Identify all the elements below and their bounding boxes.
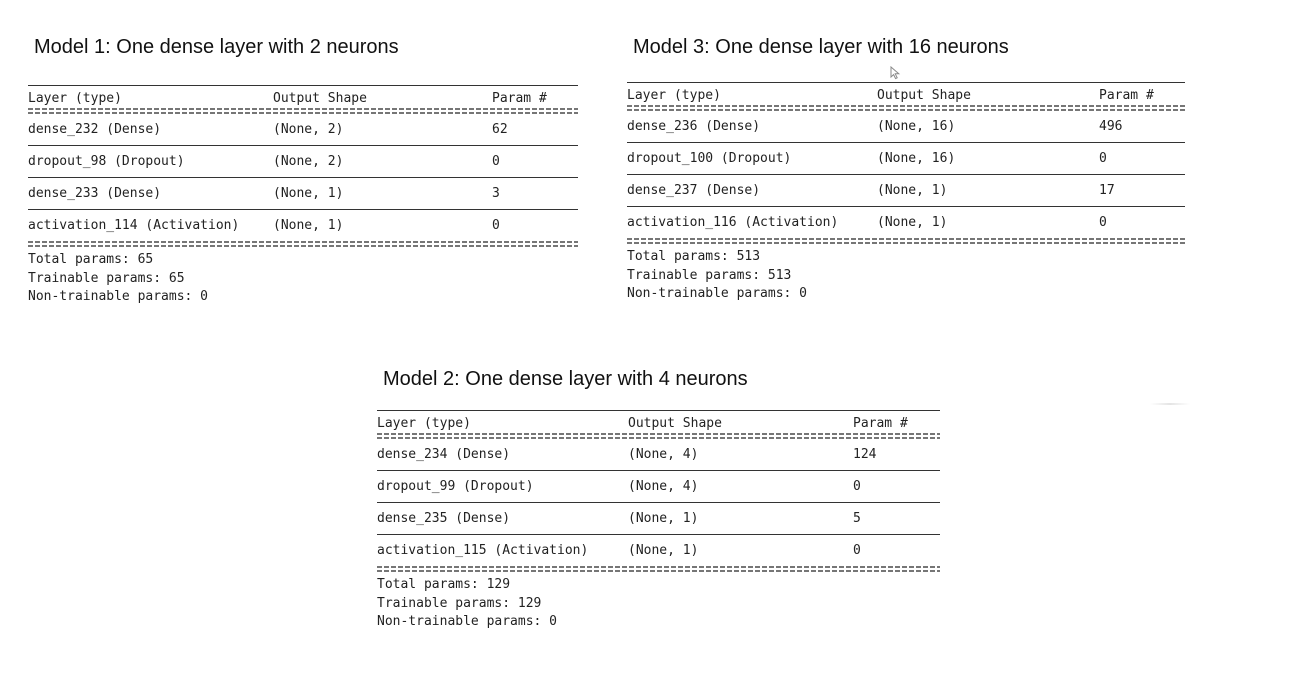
param-count: 496: [1099, 119, 1123, 134]
layer-name: dropout_100 (Dropout): [627, 151, 792, 166]
non-trainable-params: Non-trainable params: 0: [28, 289, 209, 304]
layer-name: dense_237 (Dense): [627, 183, 761, 198]
output-shape: (None, 16): [877, 119, 956, 134]
param-count: 5: [853, 511, 861, 526]
param-count: 0: [853, 543, 861, 558]
footer-separator: [377, 566, 940, 572]
param-count: 124: [853, 447, 877, 462]
output-shape: (None, 2): [273, 122, 344, 137]
header-output-shape: Output Shape: [273, 91, 367, 106]
top-rule: [627, 82, 1185, 83]
row-separator: [377, 470, 940, 471]
header-output-shape: Output Shape: [877, 88, 971, 103]
output-shape: (None, 1): [273, 186, 344, 201]
header-param: Param #: [1099, 88, 1154, 103]
param-count: 17: [1099, 183, 1115, 198]
output-shape: (None, 16): [877, 151, 956, 166]
row-separator: [377, 534, 940, 535]
output-shape: (None, 1): [273, 218, 344, 233]
header-row: Layer (type) Output Shape Param #: [377, 414, 940, 433]
table-row: dense_232 (Dense) (None, 2) 62: [28, 120, 578, 139]
non-trainable-params: Non-trainable params: 0: [627, 286, 808, 301]
row-separator: [627, 174, 1185, 175]
output-shape: (None, 1): [628, 543, 699, 558]
table-row: dropout_98 (Dropout) (None, 2) 0: [28, 152, 578, 171]
header-layer: Layer (type): [627, 88, 721, 103]
param-count: 0: [492, 218, 500, 233]
param-totals: Total params: 65 Trainable params: 65 No…: [28, 251, 578, 307]
mouse-pointer-icon: [890, 66, 901, 80]
param-count: 0: [492, 154, 500, 169]
table-row: activation_116 (Activation) (None, 1) 0: [627, 213, 1185, 232]
row-separator: [627, 142, 1185, 143]
table-row: dense_233 (Dense) (None, 1) 3: [28, 184, 578, 203]
output-shape: (None, 4): [628, 447, 699, 462]
top-rule: [28, 85, 578, 86]
layer-name: activation_115 (Activation): [377, 543, 589, 558]
layer-name: dense_233 (Dense): [28, 186, 162, 201]
param-totals: Total params: 513 Trainable params: 513 …: [627, 248, 1185, 304]
param-count: 3: [492, 186, 500, 201]
model-title: Model 1: One dense layer with 2 neurons: [34, 36, 399, 58]
output-shape: (None, 1): [877, 215, 948, 230]
layer-name: dense_232 (Dense): [28, 122, 162, 137]
param-count: 62: [492, 122, 508, 137]
footer-separator: [28, 241, 578, 247]
table-row: dropout_99 (Dropout) (None, 4) 0: [377, 477, 940, 496]
footer-separator: [627, 238, 1185, 244]
model-title: Model 3: One dense layer with 16 neurons: [633, 36, 1009, 58]
header-output-shape: Output Shape: [628, 416, 722, 431]
table-row: dropout_100 (Dropout) (None, 16) 0: [627, 149, 1185, 168]
param-count: 0: [853, 479, 861, 494]
layer-name: activation_114 (Activation): [28, 218, 240, 233]
model-title: Model 2: One dense layer with 4 neurons: [383, 368, 748, 390]
header-separator: [28, 108, 578, 114]
total-params: Total params: 129: [377, 577, 511, 592]
layer-name: dense_234 (Dense): [377, 447, 511, 462]
table-row: activation_115 (Activation) (None, 1) 0: [377, 541, 940, 560]
header-layer: Layer (type): [377, 416, 471, 431]
param-count: 0: [1099, 215, 1107, 230]
layer-name: activation_116 (Activation): [627, 215, 839, 230]
trainable-params: Trainable params: 513: [627, 267, 792, 283]
table-row: activation_114 (Activation) (None, 1) 0: [28, 216, 578, 235]
row-separator: [28, 145, 578, 146]
layer-name: dropout_98 (Dropout): [28, 154, 185, 169]
summary-table: Layer (type) Output Shape Param # dense_…: [377, 410, 940, 632]
total-params: Total params: 513: [627, 249, 761, 264]
param-count: 0: [1099, 151, 1107, 166]
table-row: dense_237 (Dense) (None, 1) 17: [627, 181, 1185, 200]
row-separator: [627, 206, 1185, 207]
output-shape: (None, 1): [877, 183, 948, 198]
row-separator: [377, 502, 940, 503]
table-row: dense_235 (Dense) (None, 1) 5: [377, 509, 940, 528]
header-separator: [377, 433, 940, 439]
header-row: Layer (type) Output Shape Param #: [28, 89, 578, 108]
row-separator: [28, 209, 578, 210]
total-params: Total params: 65: [28, 252, 154, 267]
header-layer: Layer (type): [28, 91, 122, 106]
output-shape: (None, 4): [628, 479, 699, 494]
layer-name: dropout_99 (Dropout): [377, 479, 534, 494]
layer-name: dense_235 (Dense): [377, 511, 511, 526]
output-shape: (None, 1): [628, 511, 699, 526]
trainable-params: Trainable params: 65: [28, 270, 185, 286]
trainable-params: Trainable params: 129: [377, 595, 542, 611]
row-separator: [28, 177, 578, 178]
layer-name: dense_236 (Dense): [627, 119, 761, 134]
summary-table: Layer (type) Output Shape Param # dense_…: [28, 85, 578, 307]
header-separator: [627, 105, 1185, 111]
top-rule: [377, 410, 940, 411]
header-row: Layer (type) Output Shape Param #: [627, 86, 1185, 105]
non-trainable-params: Non-trainable params: 0: [377, 614, 558, 629]
table-row: dense_234 (Dense) (None, 4) 124: [377, 445, 940, 464]
output-shape: (None, 2): [273, 154, 344, 169]
header-param: Param #: [853, 416, 908, 431]
background-speck: [1150, 403, 1190, 405]
table-row: dense_236 (Dense) (None, 16) 496: [627, 117, 1185, 136]
header-param: Param #: [492, 91, 547, 106]
summary-table: Layer (type) Output Shape Param # dense_…: [627, 82, 1185, 304]
param-totals: Total params: 129 Trainable params: 129 …: [377, 576, 940, 632]
